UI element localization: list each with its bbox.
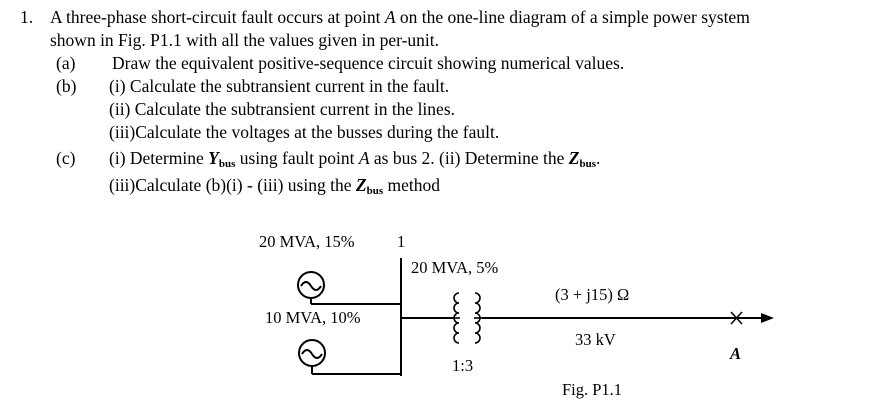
line-arrow-icon: [761, 313, 774, 323]
fault-point-ref-2: A: [358, 148, 370, 168]
generator-1-label: 20 MVA, 15%: [259, 232, 355, 251]
part-b-iii: (iii)Calculate the voltages at the busse…: [109, 122, 500, 142]
transformer-label: 20 MVA, 5%: [411, 258, 499, 277]
part-b-i: (i) Calculate the subtransient current i…: [109, 76, 450, 96]
figure-caption: Fig. P1.1: [562, 380, 623, 399]
part-b-label: (b): [56, 76, 77, 96]
y-bus-symbol: Ybus: [208, 148, 236, 170]
c1-pre: (i) Determine: [109, 148, 204, 168]
problem-number: 1.: [20, 7, 34, 27]
part-a-text: Draw the equivalent positive-sequence ci…: [112, 53, 625, 73]
z-bus-symbol-2: Zbus: [355, 175, 384, 197]
part-c-iii: (iii)Calculate (b)(i) - (iii) using the …: [109, 174, 440, 197]
c2-post: method: [387, 175, 440, 195]
line-impedance-label: (3 + j15) Ω: [555, 285, 630, 304]
generator-1-wave: [300, 281, 322, 291]
transformer-icon: [453, 292, 482, 344]
problem-intro-line-2: shown in Fig. P1.1 with all the values g…: [50, 30, 439, 50]
part-c-i: (i) Determine Ybus using fault point A a…: [109, 147, 601, 170]
c1-mid: using fault point: [239, 148, 355, 168]
transformer-ratio-label: 1:3: [452, 356, 474, 375]
generator-2-wave: [301, 349, 323, 359]
intro-text-2: on the one-line diagram of a simple powe…: [399, 7, 750, 27]
c1-end: .: [596, 148, 601, 168]
fault-point-label: A: [730, 344, 742, 363]
part-b-ii: (ii) Calculate the subtransient current …: [109, 99, 456, 119]
intro-text-1: A three-phase short-circuit fault occurs…: [50, 7, 381, 27]
bus-1-label: 1: [397, 232, 406, 251]
problem-intro-line: A three-phase short-circuit fault occurs…: [50, 6, 750, 28]
fault-point-ref: A: [384, 7, 396, 27]
z-bus-symbol: Zbus: [568, 148, 597, 170]
c1-mid2: as bus 2. (ii) Determine the: [373, 148, 565, 168]
line-voltage-label: 33 kV: [575, 330, 616, 349]
part-c-label: (c): [56, 148, 76, 168]
c2-pre: (iii)Calculate (b)(i) - (iii) using the: [109, 175, 352, 195]
part-a-label: (a): [56, 53, 76, 73]
generator-2-label: 10 MVA, 10%: [265, 308, 361, 327]
